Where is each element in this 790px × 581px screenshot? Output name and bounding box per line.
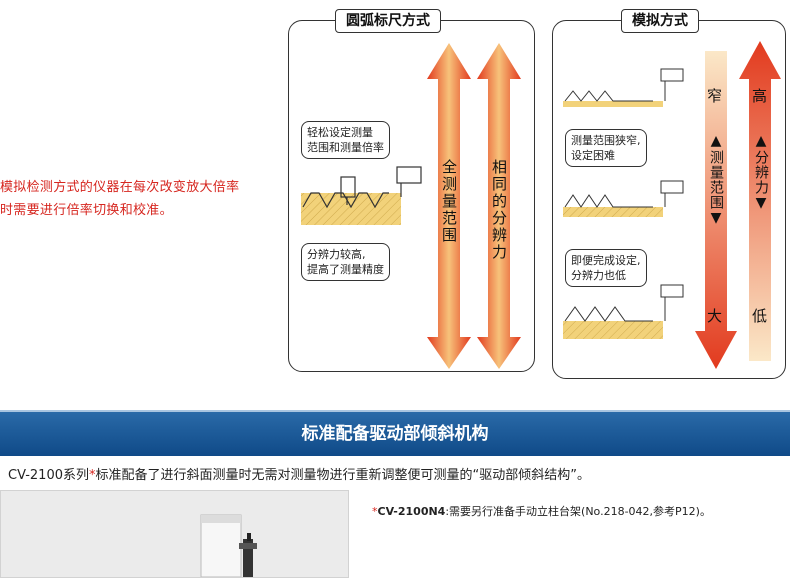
section-header: 标准配备驱动部倾斜机构 [0,410,790,456]
range-large-label: 大 [707,305,722,326]
analog-bubble-top: 测量范围狭窄, 设定困难 [565,129,647,167]
model-note: *CV-2100N4:需要另行准备手动立柱台架(No.218-042,参考P12… [372,503,711,519]
resolution-high-label: 高 [752,85,767,106]
intro-line-1: 模拟检测方式的仪器在每次改变放大倍率 [0,176,280,199]
same-resolution-label: 相同的分辨力 [489,159,510,261]
note-text: :需要另行准备手动立柱台架(No.218-042,参考P12)。 [445,505,711,518]
resolution-low-label: 低 [752,305,767,326]
product-photo-illustration [1,491,348,577]
section-description: CV-2100系列*标准配备了进行斜面测量时无需对测量物进行重新调整便可测量的“… [8,464,788,483]
full-range-label: 全测量范围 [439,159,460,244]
note-model: CV-2100N4 [378,505,446,518]
analog-bubble-bottom: 即便完成设定, 分辨力也低 [565,249,647,287]
range-narrow-label: 窄 [707,85,722,106]
desc-series: CV-2100系列 [8,468,89,483]
product-photo [0,490,349,578]
intro-text: 模拟检测方式的仪器在每次改变放大倍率 时需要进行倍率切换和校准。 [0,176,280,222]
arc-bubble-bottom: 分辨力较高, 提高了测量精度 [301,243,390,281]
desc-body: 标准配备了进行斜面测量时无需对测量物进行重新调整便可测量的“驱动部倾斜结构”。 [95,468,589,483]
analog-panel: 模拟方式 [552,20,786,379]
intro-line-2: 时需要进行倍率切换和校准。 [0,199,280,222]
workpiece-thin [563,101,663,107]
measuring-range-label: ▲测量范围▼ [706,133,726,227]
arc-scale-panel: 圆弧标尺方式 轻松设定测量 范围和测量倍率 分辨力较高, 提 [288,20,535,372]
resolution-label: ▲分辨力▼ [751,133,771,212]
arc-bubble-top: 轻松设定测量 范围和测量倍率 [301,121,390,159]
